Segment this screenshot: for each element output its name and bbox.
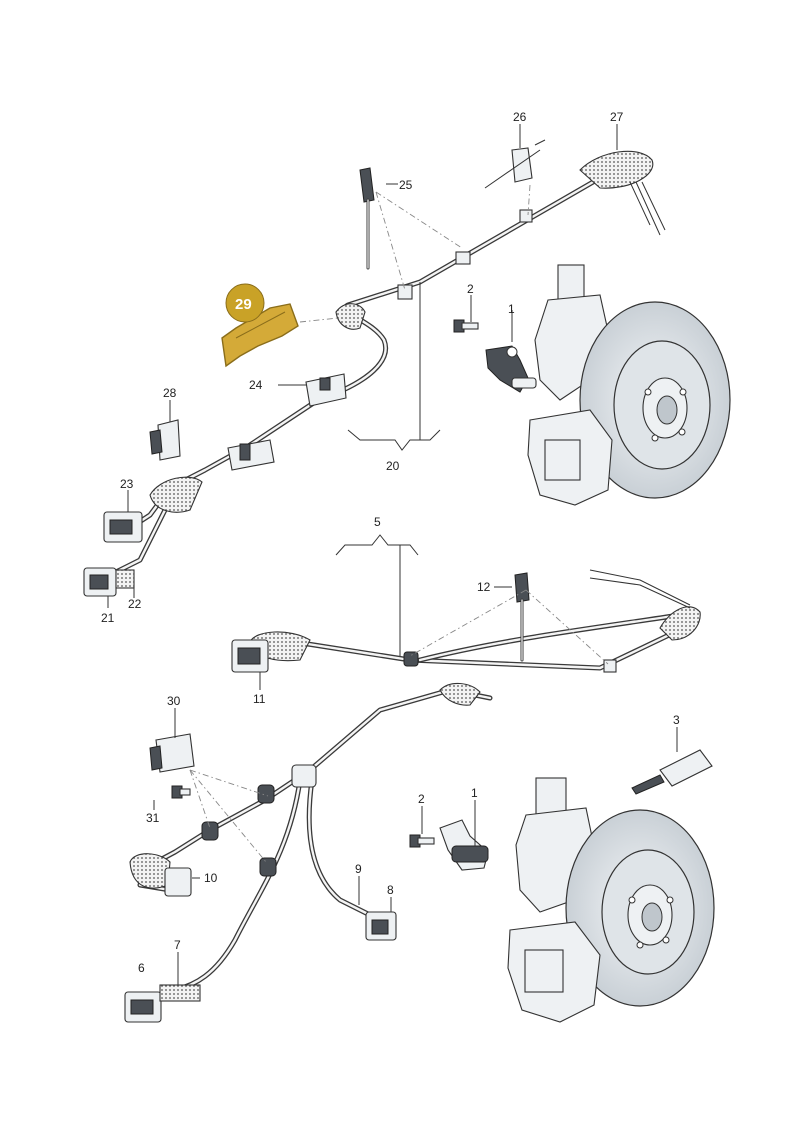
sealant-tube-3 xyxy=(631,749,713,795)
callout-22: 22 xyxy=(128,597,142,611)
lower-speed-sensor xyxy=(439,819,489,871)
callout-24: 24 xyxy=(249,378,263,392)
callout-29-highlight[interactable]: 29 xyxy=(235,296,252,313)
callout-27: 27 xyxy=(610,110,624,124)
callout-23: 23 xyxy=(120,477,134,491)
lower-dashed-leaders xyxy=(189,589,609,863)
callout-8: 8 xyxy=(387,883,394,897)
holder-30 xyxy=(149,733,195,773)
clip-25 xyxy=(359,167,375,270)
bracket-24 xyxy=(305,373,347,407)
callout-21: 21 xyxy=(101,611,115,625)
lower-wheel-hub-assembly xyxy=(507,777,715,1023)
callout-10: 10 xyxy=(204,871,218,885)
callout-2-lower: 2 xyxy=(418,792,425,806)
callout-9: 9 xyxy=(355,862,362,876)
callout-20: 20 xyxy=(386,459,400,473)
holder-28 xyxy=(149,419,181,461)
callout-25: 25 xyxy=(399,178,413,192)
upper-sensor-bolt xyxy=(453,319,479,333)
callout-3: 3 xyxy=(673,713,680,727)
callout-12: 12 xyxy=(477,580,491,594)
connector-6 xyxy=(124,984,201,1023)
connector-10 xyxy=(164,867,192,897)
upper-wheel-hub-assembly xyxy=(527,264,731,506)
callout-30: 30 xyxy=(167,694,181,708)
callout-6: 6 xyxy=(138,961,145,975)
upper-callout-leaders xyxy=(107,124,618,608)
bolt-31 xyxy=(171,785,191,799)
connector-23 xyxy=(103,511,143,543)
callout-31: 31 xyxy=(146,811,160,825)
upper-speed-sensor xyxy=(485,345,537,393)
connector-21 xyxy=(83,567,135,597)
callout-1-upper: 1 xyxy=(508,302,515,316)
lower-wiring-harness xyxy=(129,682,493,1003)
harness-holder xyxy=(227,439,275,471)
clip-26 xyxy=(484,139,546,189)
connector-8 xyxy=(365,911,397,941)
callout-1-lower: 1 xyxy=(471,786,478,800)
callout-7: 7 xyxy=(174,938,181,952)
callout-labels: 1 2 20 21 22 23 24 25 26 27 28 5 12 11 3… xyxy=(101,110,680,975)
upper-dashed-leaders xyxy=(299,184,531,323)
connector-11 xyxy=(231,639,269,673)
callout-11: 11 xyxy=(253,692,266,706)
lower-harness-5 xyxy=(249,569,701,673)
lower-sensor-bolt xyxy=(409,834,435,848)
callout-28: 28 xyxy=(163,386,177,400)
callout-5: 5 xyxy=(374,515,381,529)
callout-26: 26 xyxy=(513,110,527,124)
highlighted-part-29[interactable] xyxy=(221,283,299,368)
callout-2-upper: 2 xyxy=(467,282,474,296)
clip-12 xyxy=(514,572,530,662)
lower-callout-leaders xyxy=(153,534,678,985)
upper-wiring-harness xyxy=(107,150,666,578)
